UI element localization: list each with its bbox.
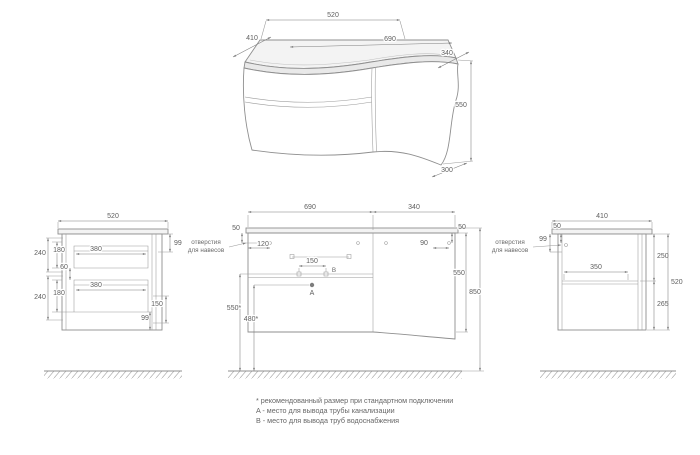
dim-300-line [431,162,468,178]
dim-150-extensions [153,295,169,324]
dim-upper-extensions [46,237,63,273]
dim-label-drawer-gap: 60 [60,264,68,271]
holes-note-line2: для навесов [188,247,225,254]
floor-hatch-right [540,371,676,379]
hanger-hole-2 [356,241,360,245]
dim-label-height: 550 [455,102,467,109]
dim-label-hole-top: 50 [553,223,561,230]
dim-410-line [232,36,272,58]
dim-label-right-width: 340 [408,204,420,211]
floor-hatch-middle [228,371,462,379]
right-view-countertop [551,228,653,235]
dim-850-extensions [459,227,484,372]
rail-end-right [346,254,352,259]
hanger-hole-1 [268,241,272,245]
dim-label-left-width: 690 [304,204,316,211]
countertop-inner-edge [249,53,452,66]
drain-point [309,282,315,288]
floor-hatch-left [44,371,182,379]
perspective-view: 520 410 690 340 550 300 [232,11,474,178]
dim-350-extensions [563,274,629,280]
left-view-interior [62,234,157,330]
floor-hatching [44,370,676,379]
dim-label-right-depth: 340 [441,50,453,57]
dim-right-extensions [640,233,670,331]
dim-label-right-lower: 150 [151,301,163,308]
dim-label-hole-top-right: 50 [458,224,466,231]
perspective-dimensions: 520 410 690 340 550 300 [232,11,474,178]
dim-label-shelf-depth: 350 [590,264,602,271]
dim-label-upper-drawer: 380 [90,246,102,253]
hanger-hole-4 [447,241,451,245]
dim-340-line [437,51,470,69]
holes-note-line2: для навесов [492,247,529,254]
dim-label-upper-outer: 240 [34,250,46,257]
front-view-body [247,232,456,340]
holes-note-line1: отверстия [191,239,221,246]
dim-lower-extensions [46,275,63,321]
dim-label-lower-drawer: 380 [90,282,102,289]
rail-end-left [289,254,295,259]
dim-label-outlet-spacing: 150 [306,258,318,265]
dim-label-drain-height: 480* [244,316,259,323]
dim-150-extensions [298,268,327,272]
dim-410-extensions [551,222,653,228]
dim-690-line [289,42,453,48]
right-view-interior [561,234,643,330]
dim-550-extensions [456,232,468,333]
dim-label-lower-section: 265 [657,301,669,308]
dim-label-upper-inner: 180 [53,247,65,254]
dim-label-depth: 520 [107,213,119,220]
front-view-interior [240,233,374,332]
holes-note-leader [532,244,562,248]
left-view-countertop [57,228,169,235]
dim-520-extensions [260,20,406,40]
front-view-dimensions: 690 340 50 120 90 50 150 B A 550 850 [187,203,484,372]
dim-label-top-right: 99 [174,240,182,247]
right-side-view: 410 99 50 350 250 265 520 отверстия для … [491,212,684,331]
dim-label-height: 550 [453,270,465,277]
dim-label-bottom-right: 99 [141,315,149,322]
dim-label-lower-inner: 180 [53,290,65,297]
dim-label-top-width: 520 [327,12,339,19]
front-view-countertop [245,227,459,234]
dim-label-hole-left: 120 [257,241,269,248]
left-view-body [61,233,163,331]
dim-label-top-left: 99 [539,236,547,243]
dim-label-hole-top-left: 50 [232,225,240,232]
footnote-drain: A - место для вывода трубы канализации [256,406,395,415]
dim-label-height: 520 [671,279,683,286]
footnotes: * рекомендованный размер при стандартном… [256,396,453,425]
holes-note-leader [228,242,247,248]
label-drain-point: A [310,290,315,297]
holes-note-line1: отверстия [495,239,525,246]
dim-label-total-height: 850 [469,289,481,296]
dim-label-hole-right: 90 [420,240,428,247]
dim-label-left-depth: 410 [246,35,258,42]
dim-label-front-width: 690 [384,36,396,43]
footnote-water: B - место для вывода труб водоснабжения [256,416,399,425]
dim-label-upper-section: 250 [657,253,669,260]
front-view: 690 340 50 120 90 50 150 B A 550 850 [187,203,484,372]
right-view-dimensions: 410 99 50 350 250 265 520 отверстия для … [491,212,684,331]
dim-label-bottom-depth: 300 [441,167,453,174]
cabinet-body [242,61,459,166]
left-side-view: 520 99 240 180 380 60 380 180 240 150 [33,212,183,331]
dim-label-water-height: 550* [227,305,242,312]
footnote-size: * рекомендованный размер при стандартном… [256,396,453,405]
dim-99-extensions [158,233,173,253]
left-view-dimensions: 520 99 240 180 380 60 380 180 240 150 [33,212,183,331]
right-view-body [557,233,647,331]
dim-label-depth: 410 [596,213,608,220]
drawer-and-door-gaps [244,67,377,153]
hanger-hole [564,243,568,247]
dim-label-lower-outer: 240 [34,294,46,301]
label-water-point: B [332,267,336,274]
dim-520-extensions [57,222,169,228]
hanger-hole-3 [384,241,388,245]
dim-top-extensions [247,215,456,230]
